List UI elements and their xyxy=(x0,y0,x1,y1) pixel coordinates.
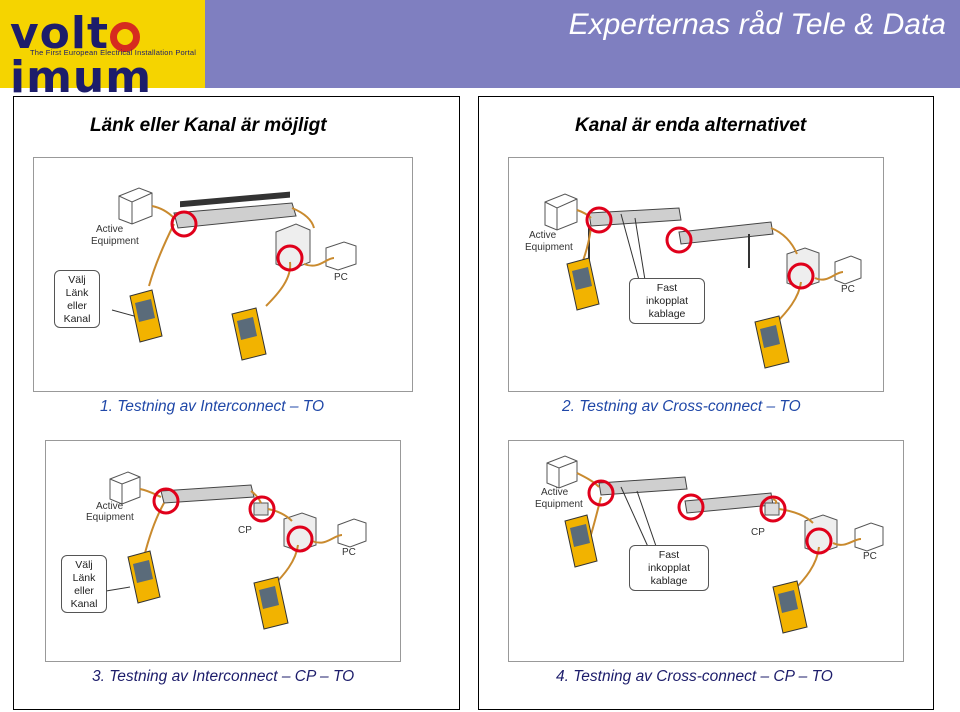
test-point-marker xyxy=(759,495,787,523)
pc-icon xyxy=(325,241,357,271)
pc-label: PC xyxy=(841,284,855,295)
diagram-2-caption: 2. Testning av Cross-connect – TO xyxy=(562,398,801,415)
diagram-1-drawing: Active Equipment PC xyxy=(91,187,357,361)
wall-outlet-icon xyxy=(786,247,820,289)
test-point-marker xyxy=(677,493,705,521)
test-point-marker xyxy=(170,210,198,238)
pc-icon xyxy=(834,255,862,285)
patch-panel-icon xyxy=(160,484,255,504)
pc-icon xyxy=(854,522,884,552)
test-point-marker xyxy=(248,495,276,523)
test-point-marker xyxy=(152,487,180,515)
active-equipment-label: Active xyxy=(541,487,569,498)
test-point-marker xyxy=(805,527,833,555)
cp-label: CP xyxy=(751,527,765,538)
active-equipment-icon xyxy=(546,455,578,489)
header-bar: voltimum voltimum The First European Ele… xyxy=(0,0,960,100)
consolidation-point-icon xyxy=(764,502,780,516)
test-point-marker xyxy=(665,226,693,254)
diagram-4-drawing: Active Equipment CP PC xyxy=(535,455,884,634)
fixed-cabling-callout: Fast inkopplat kablage xyxy=(629,545,709,591)
choose-link-channel-callout: Välj Länk eller Kanal xyxy=(54,270,100,328)
cable-tester-icon xyxy=(127,550,161,604)
diagram-1: Active Equipment PC xyxy=(33,157,413,392)
active-equipment-label: Equipment xyxy=(91,236,139,247)
panel-left-heading: Länk eller Kanal är möjligt xyxy=(90,115,327,136)
diagram-4-caption: 4. Testning av Cross-connect – CP – TO xyxy=(556,668,833,685)
cable-tester-icon xyxy=(129,289,163,343)
cp-label: CP xyxy=(238,525,252,536)
test-point-marker xyxy=(587,479,615,507)
test-point-marker xyxy=(787,262,815,290)
cable-tester-icon xyxy=(231,307,267,361)
panel-right-heading: Kanal är enda alternativet xyxy=(575,115,807,136)
diagram-2-drawing: Active Equipment PC xyxy=(525,193,862,369)
active-equipment-label: Active xyxy=(529,230,557,241)
diagram-2: Active Equipment PC xyxy=(508,157,884,392)
patch-panel-icon xyxy=(173,191,297,229)
cable-tester-icon xyxy=(253,576,289,630)
logo-tagline: The First European Electrical Installati… xyxy=(30,48,197,57)
diagram-3: Active Equipment CP PC xyxy=(45,440,401,662)
cable-tester-icon xyxy=(564,514,598,568)
page-title: Experternas råd Tele & Data xyxy=(568,8,946,41)
active-equipment-label: Active xyxy=(96,224,124,235)
fixed-cabling-callout: Fast inkopplat kablage xyxy=(629,278,705,324)
active-equipment-label: Equipment xyxy=(525,242,573,253)
diagram-3-drawing: Active Equipment CP PC xyxy=(86,471,367,630)
logo-ring-icon xyxy=(110,22,141,52)
test-point-marker xyxy=(286,525,314,553)
wall-outlet-icon xyxy=(283,512,317,552)
cable-tester-icon xyxy=(754,315,790,369)
diagram-1-caption: 1. Testning av Interconnect – TO xyxy=(100,398,325,415)
cable-tester-icon xyxy=(772,580,808,634)
active-equipment-icon xyxy=(544,193,578,231)
active-equipment-label: Equipment xyxy=(86,512,134,523)
active-equipment-icon xyxy=(109,471,141,505)
diagram-4: Active Equipment CP PC xyxy=(508,440,904,662)
choose-link-channel-callout: Välj Länk eller Kanal xyxy=(61,555,107,613)
pc-label: PC xyxy=(334,272,348,283)
cable-tester-icon xyxy=(566,257,600,311)
wall-outlet-icon xyxy=(804,514,838,554)
pc-label: PC xyxy=(863,551,877,562)
active-equipment-icon xyxy=(118,187,153,225)
test-point-marker xyxy=(585,206,613,234)
voltimum-logo[interactable]: voltimum voltimum The First European Ele… xyxy=(0,0,205,100)
diagram-3-caption: 3. Testning av Interconnect – CP – TO xyxy=(92,668,355,685)
active-equipment-label: Equipment xyxy=(535,499,583,510)
test-point-marker xyxy=(276,244,304,272)
logo-wordmark: voltimum xyxy=(10,8,153,103)
pc-icon xyxy=(337,518,367,548)
patch-panel-icon xyxy=(598,476,774,514)
consolidation-point-icon xyxy=(253,502,269,516)
active-equipment-label: Active xyxy=(96,501,124,512)
pc-label: PC xyxy=(342,547,356,558)
patch-panel-icon xyxy=(588,207,774,268)
